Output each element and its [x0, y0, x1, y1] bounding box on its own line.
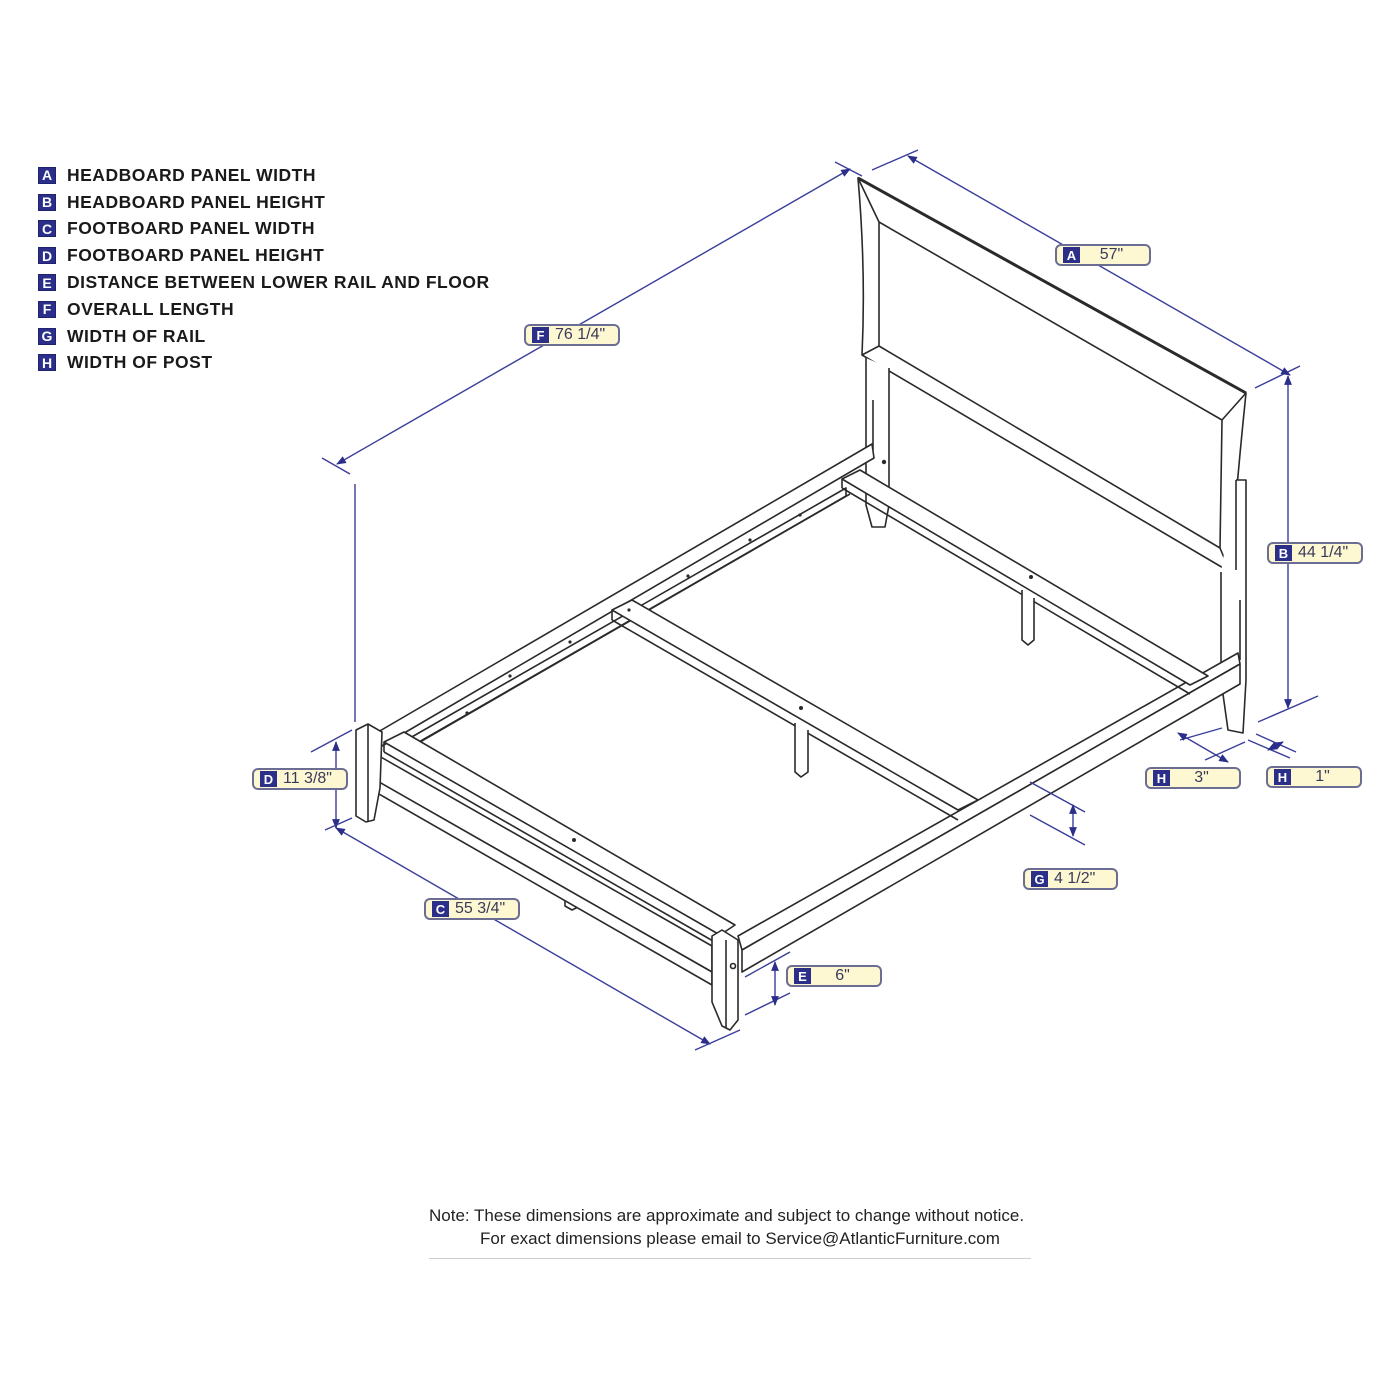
dimension-legend: A HEADBOARD PANEL WIDTH B HEADBOARD PANE… [38, 162, 490, 376]
legend-item-g: G WIDTH OF RAIL [38, 323, 490, 350]
note-line-2: For exact dimensions please email to Ser… [480, 1229, 1000, 1248]
dimension-label-c: C 55 3/4" [424, 898, 520, 920]
legend-item-a: A HEADBOARD PANEL WIDTH [38, 162, 490, 189]
legend-label: FOOTBOARD PANEL HEIGHT [67, 245, 325, 266]
dimension-label-e: E 6" [786, 965, 882, 987]
headboard-slat [841, 469, 1209, 695]
dimension-label-d: D 11 3/8" [252, 768, 348, 790]
right-side-rail [737, 652, 1241, 973]
legend-label: FOOTBOARD PANEL WIDTH [67, 218, 316, 239]
legend-badge: E [38, 274, 56, 292]
dimension-value: 76 1/4" [555, 326, 606, 343]
dimension-value: 57" [1099, 246, 1124, 263]
dimension-badge: E [794, 968, 811, 984]
middle-slat [611, 599, 979, 821]
dimension-badge: H [1153, 770, 1170, 786]
headboard [857, 176, 1247, 734]
note-line-1: Note: These dimensions are approximate a… [429, 1206, 1025, 1225]
legend-item-d: D FOOTBOARD PANEL HEIGHT [38, 242, 490, 269]
dimension-label-h-3in: H 3" [1145, 767, 1241, 789]
note-divider [429, 1258, 1031, 1259]
dimension-value: 6" [835, 967, 850, 984]
dimension-badge: F [532, 327, 549, 343]
legend-label: HEADBOARD PANEL HEIGHT [67, 191, 326, 212]
legend-badge: C [38, 220, 56, 238]
legend-item-c: C FOOTBOARD PANEL WIDTH [38, 216, 490, 243]
dimension-label-h-1in: H 1" [1266, 766, 1362, 788]
dimension-badge: G [1031, 871, 1048, 887]
legend-badge: F [38, 300, 56, 318]
legend-item-e: E DISTANCE BETWEEN LOWER RAIL AND FLOOR [38, 269, 490, 296]
dimension-value: 4 1/2" [1054, 870, 1096, 887]
dimension-value: 11 3/8" [283, 770, 332, 787]
disclaimer-note: Note: These dimensions are approximate a… [429, 1204, 1059, 1250]
legend-badge: B [38, 193, 56, 211]
legend-badge: H [38, 354, 56, 372]
legend-item-f: F OVERALL LENGTH [38, 296, 490, 323]
dimension-badge: A [1063, 247, 1080, 263]
dimension-badge: H [1274, 769, 1291, 785]
dimension-badge: C [432, 901, 449, 917]
dimension-label-f: F 76 1/4" [524, 324, 620, 346]
dimension-badge: D [260, 771, 277, 787]
dimension-label-b: B 44 1/4" [1267, 542, 1363, 564]
dimension-value: 55 3/4" [455, 900, 506, 917]
legend-label: HEADBOARD PANEL WIDTH [67, 164, 317, 185]
legend-badge: D [38, 247, 56, 265]
dimension-value: 44 1/4" [1298, 544, 1349, 561]
dimension-value: 1" [1315, 768, 1330, 785]
legend-item-h: H WIDTH OF POST [38, 350, 490, 377]
legend-item-b: B HEADBOARD PANEL HEIGHT [38, 189, 490, 216]
dimension-label-a: A 57" [1055, 244, 1151, 266]
dimension-value: 3" [1194, 769, 1209, 786]
legend-label: WIDTH OF POST [67, 352, 213, 373]
legend-badge: G [38, 327, 56, 345]
dimension-label-g: G 4 1/2" [1023, 868, 1118, 890]
legend-label: WIDTH OF RAIL [67, 325, 206, 346]
legend-label: OVERALL LENGTH [67, 298, 235, 319]
legend-label: DISTANCE BETWEEN LOWER RAIL AND FLOOR [67, 272, 490, 293]
dimension-badge: B [1275, 545, 1292, 561]
legend-badge: A [38, 166, 56, 184]
footboard [355, 723, 739, 1031]
